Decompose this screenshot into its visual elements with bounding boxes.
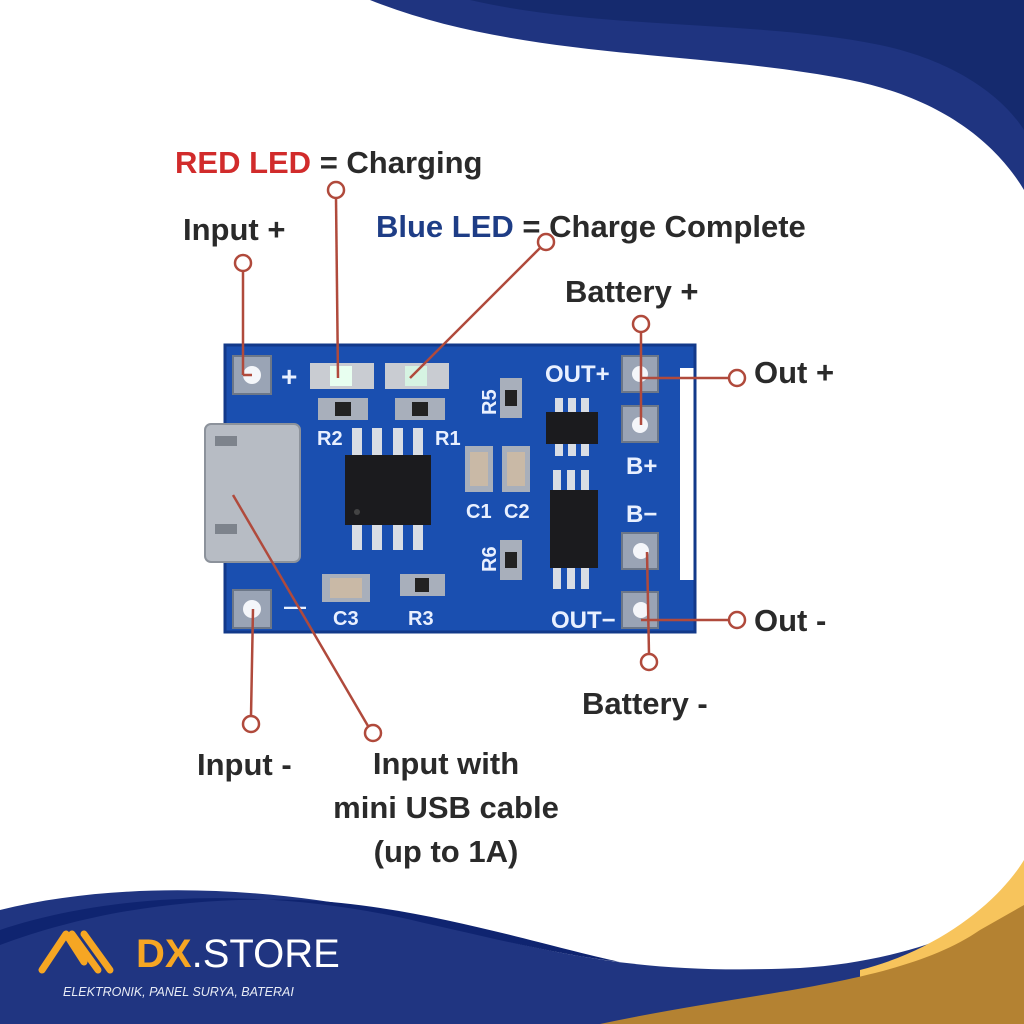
pcb-board: + — R2 R1 C3 R3 C1 C2 R5 R6 OUT+ OUT− B+… bbox=[204, 343, 697, 634]
silk-r1: R1 bbox=[435, 428, 461, 450]
out-minus-label: Out - bbox=[754, 603, 827, 638]
brand-name: DX.STORE bbox=[136, 932, 340, 977]
input-plus-label: Input + bbox=[183, 212, 286, 247]
brand-tagline: ELEKTRONIK, PANEL SURYA, BATERAI bbox=[63, 985, 294, 999]
silk-r3: R3 bbox=[408, 608, 434, 630]
gold-swoop bbox=[600, 905, 1024, 1024]
brand-name-bold: DX bbox=[136, 932, 192, 976]
logo-icon bbox=[38, 930, 114, 974]
blue-led-callout: Blue LED = Charge Complete bbox=[376, 211, 806, 242]
silk-plus: + bbox=[281, 361, 297, 392]
usb-label-line-2: mini USB cable bbox=[333, 790, 559, 825]
callout-dots bbox=[233, 180, 747, 743]
silk-r5: R5 bbox=[479, 389, 501, 415]
callout-lines bbox=[231, 197, 729, 727]
bottom-wave bbox=[0, 890, 1024, 1024]
brand-name-rest: .STORE bbox=[191, 932, 340, 976]
battery-minus-label: Battery - bbox=[582, 686, 708, 721]
silk-c3: C3 bbox=[333, 608, 359, 630]
blue-led-label: Blue LED bbox=[376, 209, 514, 244]
usb-label-line-1: Input with bbox=[372, 746, 520, 781]
top-wave-dark bbox=[470, 0, 1024, 130]
silk-out-minus: OUT− bbox=[551, 607, 616, 634]
red-led-meaning: = Charging bbox=[319, 145, 483, 180]
silk-r6: R6 bbox=[479, 546, 501, 572]
red-led-label: RED LED bbox=[175, 145, 312, 180]
usb-label-line-3: (up to 1A) bbox=[373, 834, 519, 869]
silkscreen-labels: + — R2 R1 C3 R3 C1 C2 R5 R6 OUT+ OUT− B+… bbox=[281, 361, 657, 634]
battery-plus-label: Battery + bbox=[565, 274, 699, 309]
silk-c2: C2 bbox=[504, 501, 530, 523]
usb-input-label: Input with mini USB cable (up to 1A) bbox=[300, 742, 592, 874]
out-plus-label: Out + bbox=[754, 355, 835, 390]
silk-b-plus: B+ bbox=[626, 453, 657, 480]
red-led-callout: RED LED = Charging bbox=[175, 147, 482, 178]
silk-c1: C1 bbox=[466, 501, 492, 523]
silk-b-minus: B− bbox=[626, 501, 657, 528]
silk-r2: R2 bbox=[317, 428, 343, 450]
blue-led-meaning: = Charge Complete bbox=[522, 209, 806, 244]
top-wave bbox=[370, 0, 1024, 190]
silk-out-plus: OUT+ bbox=[545, 361, 610, 388]
input-minus-label: Input - bbox=[197, 747, 292, 782]
